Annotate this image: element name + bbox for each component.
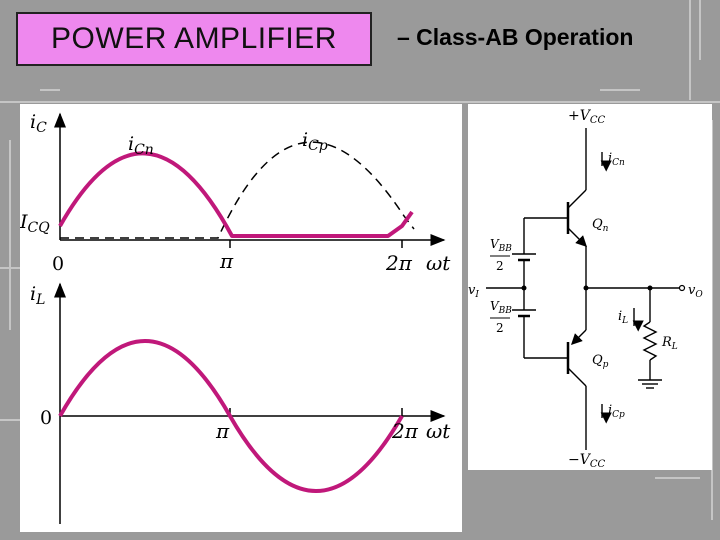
qn-label: Qn	[592, 217, 609, 234]
bottom-y-axis-label: iL	[30, 283, 45, 308]
icn-solid-curve	[58, 151, 414, 238]
slide-subtitle: – Class-AB Operation	[397, 24, 634, 50]
vbb-bottom-label: VBB	[490, 299, 512, 316]
bottom-pi-label: π	[215, 419, 230, 443]
rl-resistor	[642, 321, 658, 361]
il-circuit-label: iL	[618, 309, 628, 326]
top-origin-label: 0	[52, 253, 64, 275]
vbb-top-label: VBB	[490, 237, 512, 254]
vbb-bottom-divisor: 2	[496, 321, 504, 335]
title-box: POWER AMPLIFIER	[16, 12, 372, 66]
class-ab-circuit: +VCC iCn Qn VBB 2 vI VBB 2 vO iL RL Qp i…	[468, 108, 703, 470]
vbb-top-divisor: 2	[496, 259, 504, 273]
icn-circuit-label: iCn	[608, 151, 625, 168]
top-pi-label: π	[219, 249, 234, 273]
top-x-axis-label: ωt	[426, 251, 451, 275]
slide-title: POWER AMPLIFIER	[51, 22, 337, 55]
rl-label: RL	[661, 335, 678, 352]
icq-label: ICQ	[20, 211, 50, 236]
top-y-axis-label: iC	[30, 111, 47, 136]
vo-label: vO	[688, 283, 703, 300]
icp-dashed-curve	[60, 141, 415, 239]
vi-label: vI	[468, 283, 479, 300]
bottom-x-axis-label: ωt	[426, 419, 451, 443]
bottom-origin-label: 0	[40, 407, 52, 429]
icn-label: iCn	[128, 133, 154, 158]
waveforms-diagram: iC iCn iCp ICQ 0 π 2π ωt iL 0 π 2π ωt	[19, 111, 451, 524]
icp-label: iCp	[302, 129, 328, 154]
bottom-2pi-label: 2π	[391, 419, 419, 443]
il-sine-curve	[58, 339, 404, 493]
vcc-neg-label: −VCC	[568, 452, 605, 470]
qp-label: Qp	[592, 353, 609, 370]
waveforms-panel: iC iCn iCp ICQ 0 π 2π ωt iL 0 π 2π ωt	[19, 104, 462, 532]
circuit-panel: +VCC iCn Qn VBB 2 vI VBB 2 vO iL RL Qp i…	[468, 104, 712, 470]
icp-circuit-label: iCp	[608, 403, 625, 420]
vcc-pos-label: +VCC	[568, 108, 605, 126]
top-2pi-label: 2π	[385, 251, 413, 275]
